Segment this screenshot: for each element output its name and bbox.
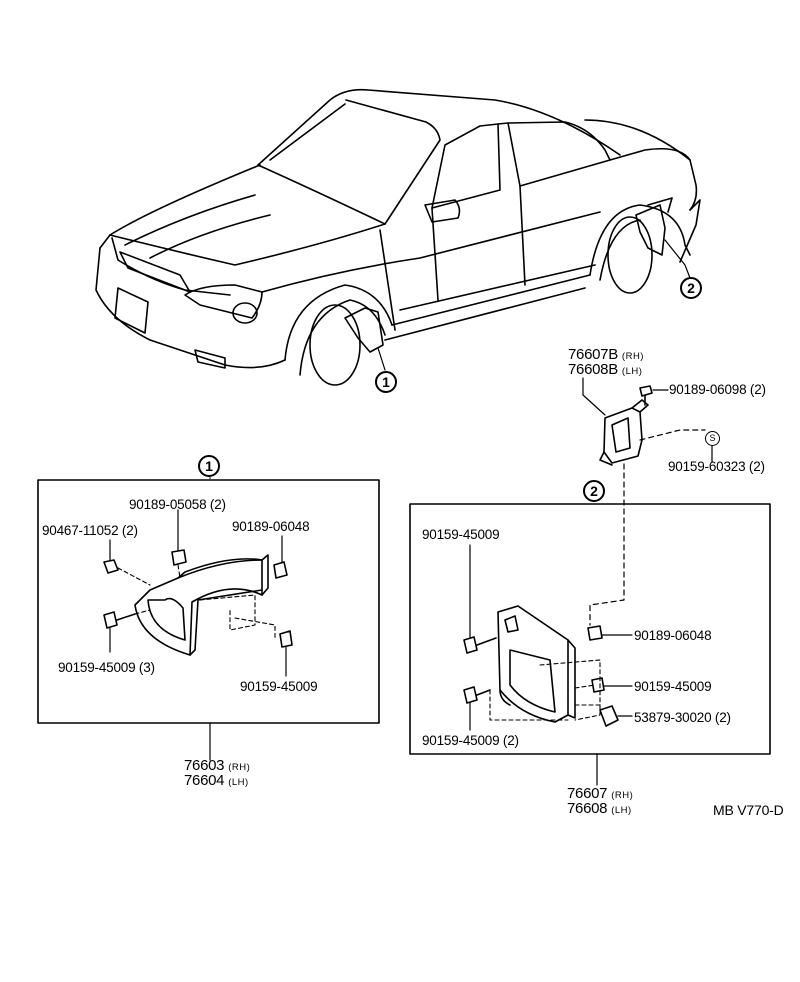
label-90159-60323: 90159-60323 (2) [668, 459, 765, 474]
screw-90159-45009-rear-upper [463, 636, 497, 654]
label-76607b: 76607B(RH) [568, 346, 644, 363]
label-90467-11052: 90467-11052 (2) [42, 523, 138, 538]
label-90159-45009-3: 90159-45009 (3) [58, 660, 155, 675]
rear-mud-guard [497, 605, 576, 723]
label-90159-45009-front-right: 90159-45009 [240, 679, 318, 694]
detail-box-front [37, 479, 380, 724]
label-90189-05058: 90189-05058 (2) [129, 497, 226, 512]
nut-90189-06048-front [273, 561, 288, 579]
nut-90189-05058 [171, 549, 187, 579]
screw-90159-45009-front-right [279, 630, 293, 648]
label-90189-06048-rear: 90189-06048 [634, 628, 712, 643]
callout-1-car: 1 [375, 371, 397, 393]
label-76608b: 76608B(LH) [568, 361, 643, 378]
detail-box-rear [409, 503, 771, 755]
screw-90159-45009-front-left [103, 609, 151, 629]
clip-90467-11052 [103, 559, 151, 586]
clip-53879-30020 [599, 705, 619, 727]
callout-1-box: 1 [198, 455, 220, 477]
label-76608: 76608(LH) [567, 800, 632, 817]
screw-90159-45009-rear-right [591, 677, 605, 693]
front-mud-guard [134, 554, 269, 656]
label-53879-30020: 53879-30020 (2) [634, 710, 731, 725]
callout-2-box: 2 [583, 480, 605, 502]
bolt-90189-06098 [639, 385, 653, 406]
label-90189-06048-front: 90189-06048 [232, 519, 310, 534]
label-90159-45009-rear-right: 90159-45009 [634, 679, 712, 694]
s-mark: S [705, 431, 720, 446]
screw-90159-45009-rear-lower [463, 686, 491, 704]
bracket-76607b [599, 399, 649, 466]
nut-90189-06048-rear [587, 625, 603, 641]
car-illustration [95, 88, 701, 386]
label-76603: 76603(RH) [184, 757, 251, 774]
callout-2-car: 2 [680, 277, 702, 299]
label-76604: 76604(LH) [184, 772, 249, 789]
label-90159-45009-rear-upper: 90159-45009 [422, 527, 500, 542]
label-90159-45009-2: 90159-45009 (2) [422, 733, 519, 748]
label-90189-06098: 90189-06098 (2) [669, 382, 766, 397]
label-76607: 76607(RH) [567, 785, 634, 802]
figure-code: MB V770-D [713, 802, 784, 818]
